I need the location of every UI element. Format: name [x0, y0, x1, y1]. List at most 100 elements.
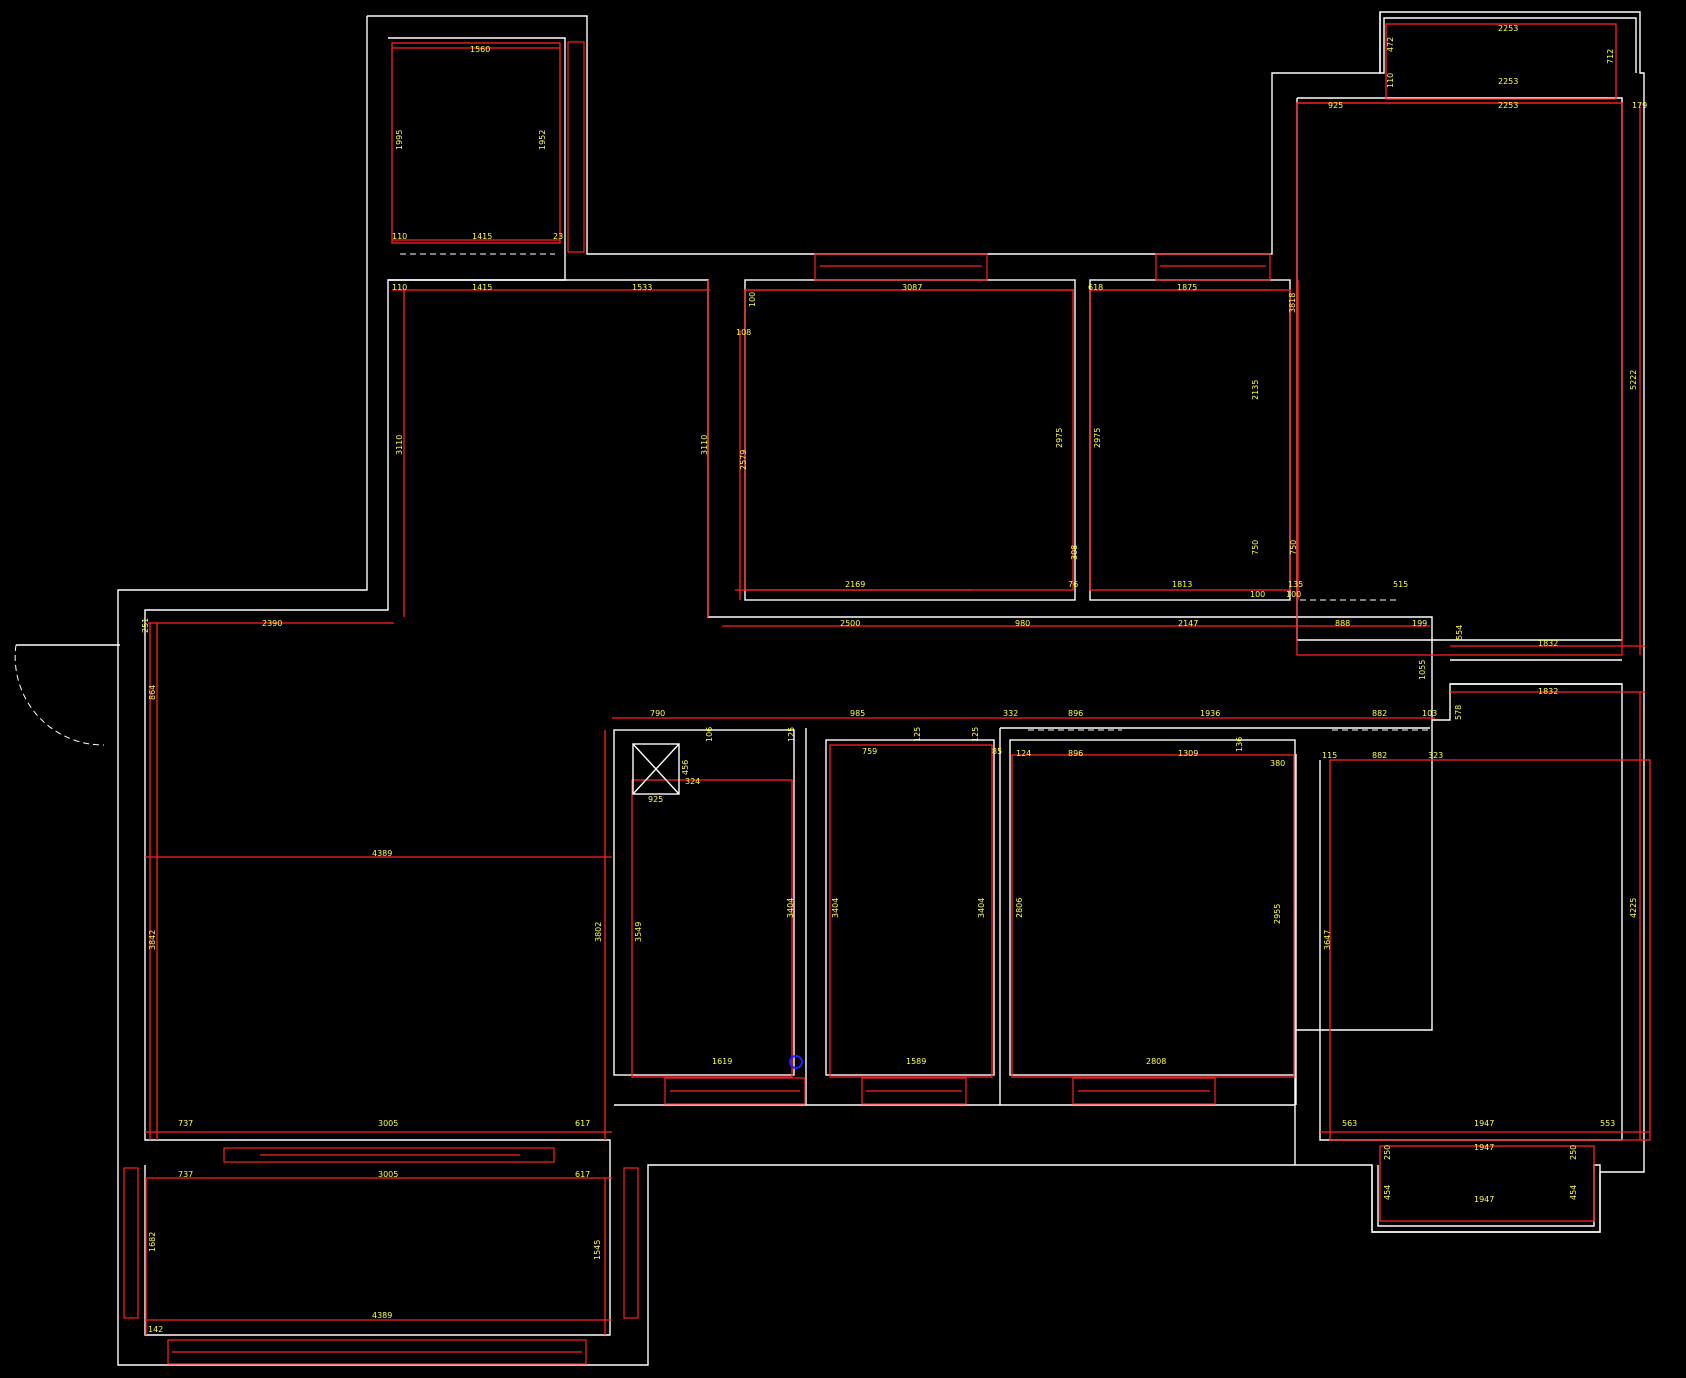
- dim-label: 100: [748, 292, 757, 307]
- balcony-top-outline: [1379, 12, 1637, 74]
- entry-door-swing: [14, 644, 105, 746]
- shaft-box: [632, 743, 680, 795]
- dim-label: 3549: [634, 922, 643, 942]
- window-top-2: [1155, 253, 1271, 281]
- dim-label: 103: [1422, 709, 1437, 718]
- dim-label: 750: [1251, 540, 1260, 555]
- dim-label: 110: [1386, 73, 1395, 88]
- dim-label: 1619: [712, 1057, 732, 1066]
- window-left-bottom-side: [123, 1167, 139, 1319]
- dim-label: 85: [992, 747, 1002, 756]
- dim-label: 985: [850, 709, 865, 718]
- dim-label: 554: [1455, 625, 1464, 640]
- inner-wall-outline: [144, 37, 611, 1165]
- dim-label: 332: [1003, 709, 1018, 718]
- dim-label: 553: [1600, 1119, 1615, 1128]
- dim-label: 456: [681, 760, 690, 775]
- room-lower-b-outline: [825, 739, 995, 1076]
- dim-label: 3647: [1323, 930, 1332, 950]
- shaft-cross-2: [632, 743, 680, 795]
- windows: [123, 41, 1271, 1365]
- dim-label: 737: [178, 1170, 193, 1179]
- dim-label: 106: [705, 727, 714, 742]
- dim-label: 2975: [1093, 428, 1102, 448]
- dim-label: 1055: [1418, 660, 1427, 680]
- dim-label: 250: [1383, 1145, 1392, 1160]
- dim-label: 4389: [372, 849, 392, 858]
- dim-label: 2253: [1498, 24, 1518, 33]
- dim-label: 454: [1383, 1185, 1392, 1200]
- dim-label: 2955: [1273, 904, 1282, 924]
- frame-balcony-top: [1385, 23, 1617, 100]
- window-balcony-left: [167, 1339, 587, 1365]
- dim-label: 110: [392, 232, 407, 241]
- dim-label: 896: [1068, 749, 1083, 758]
- dim-label: 1832: [1538, 687, 1558, 696]
- dim-label: 3087: [902, 283, 922, 292]
- cursor-marker[interactable]: [789, 1055, 803, 1069]
- sliding-door-living: [223, 1147, 555, 1163]
- frame-top-left-room: [391, 42, 561, 244]
- dim-label: 125: [787, 727, 796, 742]
- dim-label: 617: [575, 1119, 590, 1128]
- dim-label: 1560: [470, 45, 490, 54]
- dim-label: 515: [1393, 580, 1408, 589]
- dim-label: 142: [148, 1325, 163, 1334]
- dim-label: 76: [1068, 580, 1078, 589]
- balcony-left-bottom-outline: [144, 1165, 611, 1336]
- dim-label: 1545: [593, 1240, 602, 1260]
- dim-label: 882: [1372, 709, 1387, 718]
- dim-label: 4389: [372, 1311, 392, 1320]
- dim-label: 324: [685, 777, 700, 786]
- dim-label: 2500: [840, 619, 860, 628]
- dim-label: 563: [1342, 1119, 1357, 1128]
- dim-label: 454: [1569, 1185, 1578, 1200]
- frame-room-lower-b: [829, 744, 993, 1078]
- dim-label: 100: [1250, 590, 1265, 599]
- dim-label: 980: [1015, 619, 1030, 628]
- dim-label: 1936: [1200, 709, 1220, 718]
- door-openings: [14, 253, 1432, 746]
- window-right-bottom-side: [623, 1167, 639, 1319]
- dim-label: 308: [1070, 545, 1079, 560]
- dim-label: 3110: [700, 435, 709, 455]
- dim-label: 323: [1428, 751, 1443, 760]
- dim-label: 199: [1412, 619, 1427, 628]
- dim-label: 712: [1606, 49, 1615, 64]
- dim-label: 925: [648, 795, 663, 804]
- dim-label: 1832: [1538, 639, 1558, 648]
- dim-label: 3005: [378, 1119, 398, 1128]
- dim-label: 4225: [1629, 898, 1638, 918]
- dim-label: 380: [1270, 759, 1285, 768]
- dim-label: 3005: [378, 1170, 398, 1179]
- window-bottom-1: [664, 1077, 806, 1105]
- dim-label: 2147: [1178, 619, 1198, 628]
- dim-label: 2808: [1146, 1057, 1166, 1066]
- frame-room-right-bedroom: [1329, 759, 1651, 1141]
- dim-label: 864: [148, 685, 157, 700]
- dim-label: 115: [1322, 751, 1337, 760]
- window-bottom-2: [861, 1077, 967, 1105]
- dim-label: 2806: [1015, 898, 1024, 918]
- dim-label: 1415: [472, 283, 492, 292]
- dim-label: 251: [141, 618, 150, 633]
- dim-label: 179: [1632, 101, 1647, 110]
- dim-label: 790: [650, 709, 665, 718]
- dim-label: 1589: [906, 1057, 926, 1066]
- dim-label: 617: [575, 1170, 590, 1179]
- dim-label: 896: [1068, 709, 1083, 718]
- dim-label: 1682: [148, 1232, 157, 1252]
- dim-label: 737: [178, 1119, 193, 1128]
- dim-label: 888: [1335, 619, 1350, 628]
- dim-label: 1309: [1178, 749, 1198, 758]
- dim-label: 1813: [1172, 580, 1192, 589]
- dim-label: 2135: [1251, 380, 1260, 400]
- dim-label: 2390: [262, 619, 282, 628]
- dim-label: 1533: [632, 283, 652, 292]
- dim-label: 1947: [1474, 1195, 1494, 1204]
- frame-room-lower-a: [631, 779, 793, 1078]
- shaft-outline: [632, 743, 680, 795]
- dim-label: 3404: [831, 898, 840, 918]
